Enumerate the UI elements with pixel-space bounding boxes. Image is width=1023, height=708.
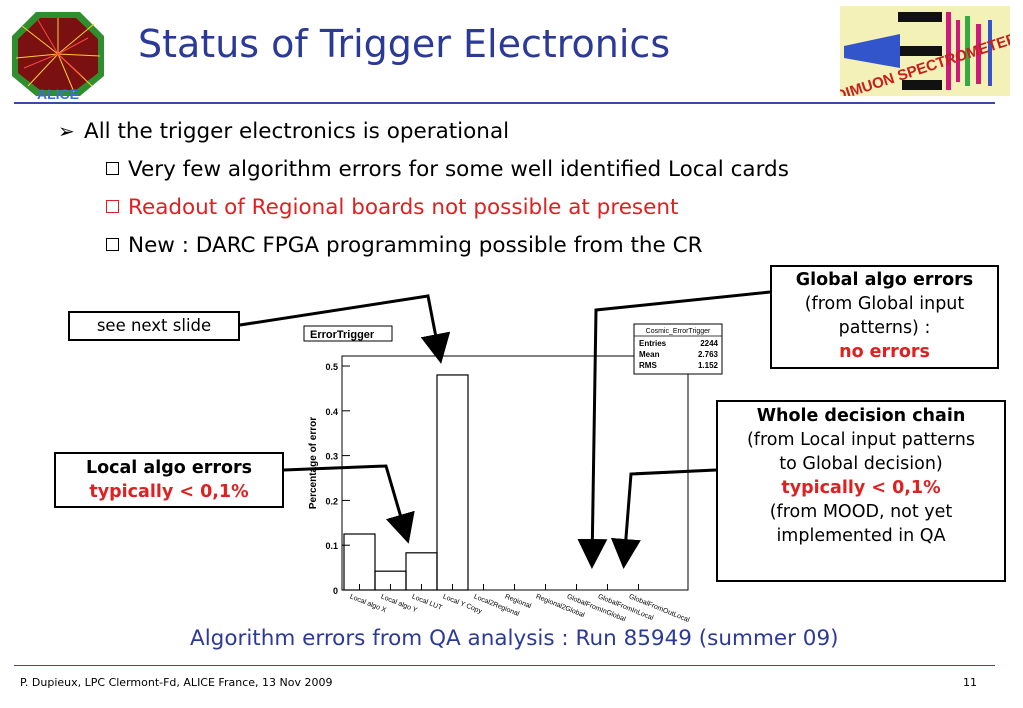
whole-line: (from Local input patterns <box>746 430 976 450</box>
global-line: patterns) : <box>838 318 931 338</box>
global-title: Global algo errors <box>795 270 974 290</box>
global-line: (from Global input <box>804 294 965 314</box>
arrow-bullet-icon: ➢ <box>58 119 75 143</box>
stats-title: Cosmic_ErrorTrigger <box>646 328 711 335</box>
stats-label: Entries <box>639 339 667 348</box>
slide-title: Status of Trigger Electronics <box>138 22 671 66</box>
title-divider <box>14 102 995 104</box>
plot-frame <box>341 355 689 591</box>
bullet-main: ➢ All the trigger electronics is operatio… <box>58 119 509 144</box>
checkbox-bullet-icon <box>106 238 119 251</box>
alice-logo-text: ALICE <box>37 86 79 100</box>
whole-line: (from MOOD, not yet <box>769 502 953 522</box>
y-tick-label: 0.1 <box>325 541 338 551</box>
y-axis-label: Percentage of error <box>308 417 319 509</box>
whole-title: Whole decision chain <box>756 406 966 426</box>
footer-divider <box>14 665 995 666</box>
y-tick-label: 0.5 <box>325 362 338 372</box>
bullet-text: All the trigger electronics is operation… <box>84 119 510 144</box>
whole-decision-chain-box: Whole decision chain (from Local input p… <box>716 400 1006 582</box>
dimuon-spectrometer-logo: DIMUON SPECTROMETER <box>833 6 1020 105</box>
bullet-text: Very few algorithm errors for some well … <box>128 157 789 182</box>
whole-line: to Global decision) <box>779 454 943 474</box>
checkbox-bullet-icon <box>106 162 119 175</box>
whole-line: implemented in QA <box>776 526 946 546</box>
alice-logo: ALICE <box>8 6 108 102</box>
checkbox-bullet-icon <box>106 200 119 213</box>
bullet-text: Readout of Regional boards not possible … <box>128 195 679 220</box>
chart-caption: Algorithm errors from QA analysis : Run … <box>190 626 839 651</box>
bullet-sub: Very few algorithm errors for some well … <box>106 157 789 182</box>
y-tick-label: 0.4 <box>325 407 338 417</box>
bullet-text: New : DARC FPGA programming possible fro… <box>128 233 703 258</box>
footer-text: P. Dupieux, LPC Clermont-Fd, ALICE Franc… <box>20 676 333 689</box>
local-algo-errors-box: Local algo errors typically < 0,1% <box>54 452 284 508</box>
stats-label: RMS <box>639 361 657 370</box>
stats-value: 1.152 <box>698 361 719 370</box>
local-value: typically < 0,1% <box>89 482 249 502</box>
global-value: no errors <box>839 342 930 362</box>
see-next-slide-box: see next slide <box>68 311 240 341</box>
chart-title: ErrorTrigger <box>310 329 375 341</box>
y-tick-label: 0 <box>333 586 338 596</box>
stats-value: 2244 <box>700 339 718 348</box>
bullet-sub: New : DARC FPGA programming possible fro… <box>106 233 703 258</box>
global-algo-errors-box: Global algo errors (from Global input pa… <box>770 265 999 369</box>
y-tick-label: 0.3 <box>325 452 338 462</box>
stats-value: 2.763 <box>698 350 719 359</box>
y-tick-label: 0.2 <box>325 496 338 506</box>
whole-value: typically < 0,1% <box>781 478 941 498</box>
see-next-text: see next slide <box>96 316 212 335</box>
stats-label: Mean <box>639 350 660 359</box>
local-title: Local algo errors <box>85 458 253 478</box>
page-number: 11 <box>963 676 977 689</box>
bullet-sub-highlight: Readout of Regional boards not possible … <box>106 195 678 220</box>
